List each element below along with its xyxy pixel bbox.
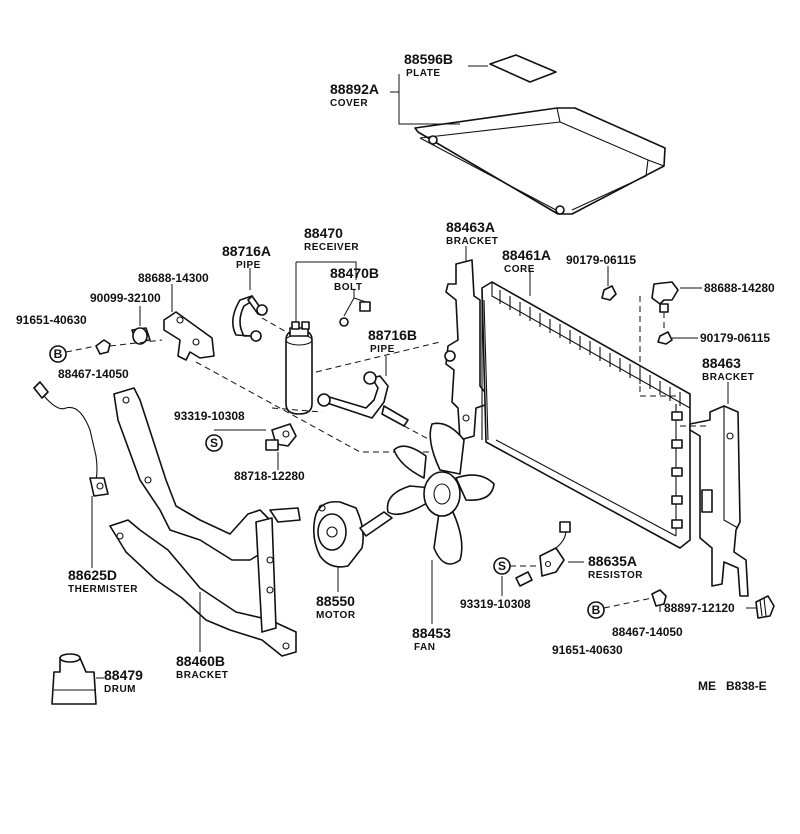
label-88688-14280: 88688-14280 [704,281,775,295]
label-90179-06115-mid: 90179-06115 [700,331,770,345]
label-88897-12120: 88897-12120 [664,601,735,615]
bracket-88688-14280-drawing [651,281,679,313]
drum-88479-drawing [51,653,97,705]
label-88470b-number: 88470B [330,265,379,281]
motor-88550-drawing [312,500,393,568]
label-88453-number: 88453 [412,625,451,641]
label-88467-14050-right: 88467-14050 [612,625,683,639]
resistor-88635a-drawing [515,521,571,587]
pipe-88716b-drawing [317,371,409,427]
b-marker-left-letter: B [54,347,63,361]
bracket-88460b-drawing [109,387,301,657]
label-88635a-number: 88635A [588,553,637,569]
label-88596b-number: 88596B [404,51,453,67]
footer-figure-code: ME B838-E [698,679,767,693]
label-88463a-name: BRACKET [446,236,498,247]
label-93319-10308-right: 93319-10308 [460,597,531,611]
b-marker-right [587,601,605,619]
label-88892a-number: 88892A [330,81,379,97]
label-90179-06115-top: 90179-06115 [566,253,636,267]
label-88716a-name: PIPE [236,260,261,271]
label-88596b-name: PLATE [406,68,441,79]
label-88625d-name: THERMISTER [68,584,138,595]
grommet-90099-32100-drawing [131,327,151,345]
label-88718-12280: 88718-12280 [234,469,305,483]
thermister-88625d-drawing [33,381,109,497]
bracket-88688-14300-drawing [163,311,215,361]
bolt-88467-14050-right-drawing [651,589,667,607]
b-marker-left [49,345,67,363]
grommet-88897-12120-drawing [755,595,775,619]
label-88467-14050-left: 88467-14050 [58,367,129,381]
label-88716b-number: 88716B [368,327,417,343]
label-88461a-number: 88461A [502,247,551,263]
label-88716b-name: PIPE [370,344,395,355]
label-88453-name: FAN [414,642,436,653]
s-marker-left [205,434,223,452]
label-88688-14300: 88688-14300 [138,271,209,285]
nut-90179-06115-mid-drawing [657,331,673,345]
plate-88596b-drawing [489,54,557,83]
bracket-88463a-drawing [444,259,489,441]
label-88625d-number: 88625D [68,567,117,583]
pipe-88716a-drawing [232,295,268,342]
label-88463-number: 88463 [702,355,741,371]
label-88479-number: 88479 [104,667,143,683]
label-88463-name: BRACKET [702,372,754,383]
label-88470b-name: BOLT [334,282,362,293]
label-88892a-name: COVER [330,98,368,109]
label-88716a-number: 88716A [222,243,271,259]
label-88550-name: MOTOR [316,610,356,621]
label-88550-number: 88550 [316,593,355,609]
receiver-88470-drawing [285,321,313,415]
label-88635a-name: RESISTOR [588,570,643,581]
label-90099-32100: 90099-32100 [90,291,161,305]
nut-90179-06115-top-drawing [601,285,617,301]
bracket-88463-drawing [689,405,749,597]
label-88479-name: DRUM [104,684,136,695]
label-88463a-number: 88463A [446,219,495,235]
fan-88453-drawing [386,422,495,565]
label-88460b-number: 88460B [176,653,225,669]
s-marker-right-letter: S [498,559,506,573]
cover-88892a-drawing [414,107,666,215]
clamp-88718-12280-drawing [265,423,297,451]
bolt-88467-14050-left-drawing [95,339,111,355]
label-88470-name: RECEIVER [304,242,359,253]
b-marker-right-letter: B [592,603,601,617]
label-93319-10308-left: 93319-10308 [174,409,245,423]
bolt-88470b-drawing [339,301,371,327]
core-tubes [483,299,683,537]
condenser-core-88461a-drawing [481,281,691,549]
label-88460b-name: BRACKET [176,670,228,681]
label-91651-40630-left: 91651-40630 [16,313,87,327]
label-88461a-name: CORE [504,264,535,275]
label-88470-number: 88470 [304,225,343,241]
s-marker-left-letter: S [210,436,218,450]
label-91651-40630-right: 91651-40630 [552,643,623,657]
labels: 88596B PLATE 88892A COVER 88470 RECEIVER… [16,51,775,695]
